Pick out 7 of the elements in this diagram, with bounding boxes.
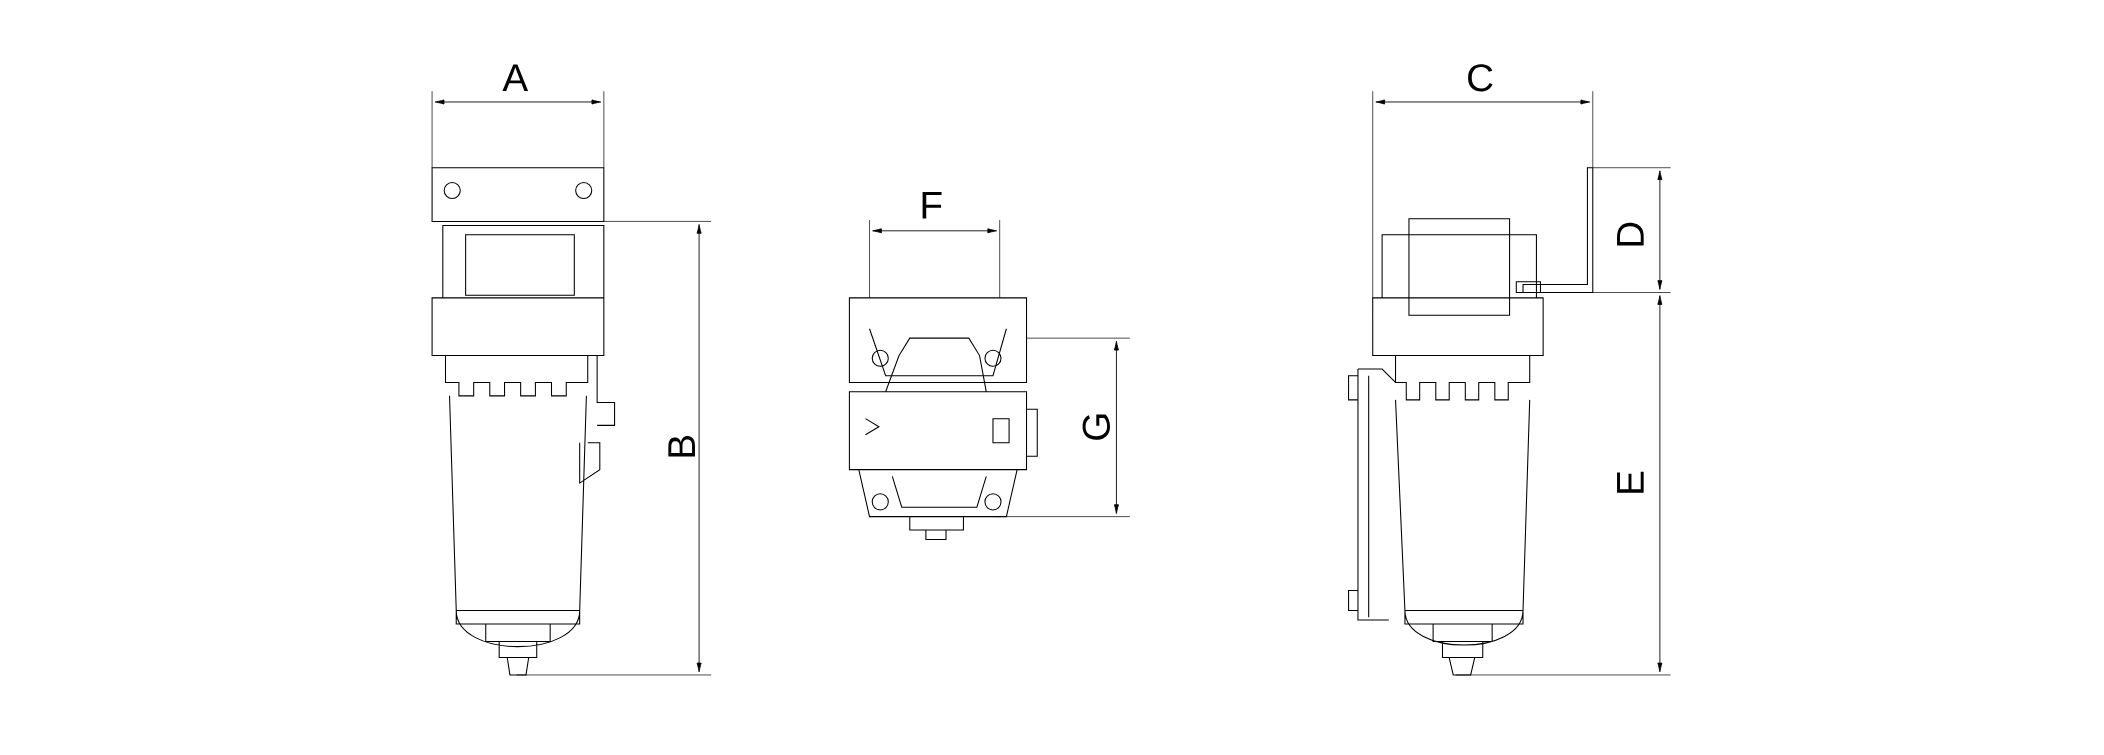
dimension-label: C bbox=[1468, 63, 1493, 92]
dimension-label: G bbox=[1082, 414, 1110, 440]
dimension-label: D bbox=[1617, 222, 1644, 246]
dimension-label: A bbox=[502, 64, 529, 91]
dimension-label: F bbox=[922, 191, 942, 219]
dimension-label: B bbox=[668, 435, 695, 457]
dimension-label: E bbox=[1617, 471, 1644, 493]
